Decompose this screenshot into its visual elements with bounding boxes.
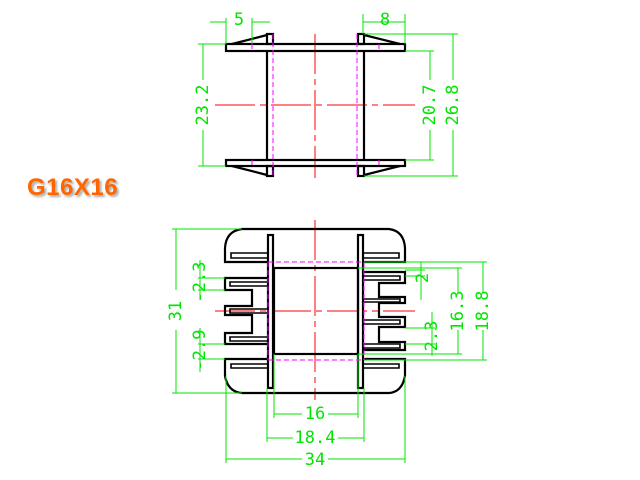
- slots: [229, 252, 401, 369]
- flange-taper: [231, 164, 268, 177]
- dim-pin-height: 18.8: [473, 291, 493, 332]
- pin-tab: [265, 32, 275, 46]
- core-window: [272, 266, 360, 356]
- bottom-view: 31 -2.3 -2.9 2 2.3 16.3 18.8 16 18.4 34: [166, 220, 493, 470]
- dim-overall-height: 31: [166, 301, 186, 321]
- flange-taper: [363, 164, 401, 177]
- part-title: G16X16: [27, 174, 119, 201]
- dim-right-slot: 2: [413, 273, 433, 283]
- dim-pin-width: 18.4: [295, 428, 336, 448]
- dim-left-pitch-bottom: -2.9: [190, 330, 210, 371]
- pin-tab: [356, 164, 366, 178]
- dim-window-width: 16: [305, 404, 325, 424]
- dim-inner-height: 16.3: [448, 291, 468, 332]
- dim-right-pitch: 2.3: [422, 321, 442, 352]
- top-view: 5 8 23.2 20.7 26.8: [193, 10, 463, 178]
- dim-height-overall: 26.8: [443, 85, 463, 126]
- dim-flange-right: 8: [380, 10, 390, 30]
- dim-flange-left: 5: [234, 10, 244, 30]
- dim-overall-width: 34: [305, 450, 325, 470]
- flange-taper: [231, 33, 268, 46]
- bottom-flange: [224, 158, 407, 168]
- pin-tab: [356, 32, 366, 46]
- dim-height-inner: 20.7: [420, 85, 440, 126]
- top-flange: [224, 42, 407, 53]
- pin-tab: [265, 164, 275, 178]
- flange-taper: [363, 33, 401, 46]
- pin-left: [266, 233, 275, 390]
- dim-height-left: 23.2: [193, 85, 213, 126]
- dim-left-pitch-top: -2.3: [190, 262, 210, 303]
